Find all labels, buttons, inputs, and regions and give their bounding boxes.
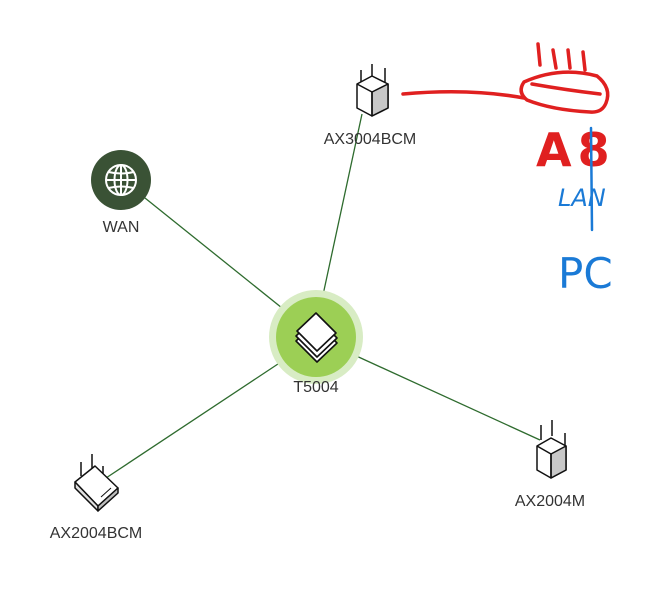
topology-links: [105, 113, 541, 479]
annotation-blue-text-2: PC: [558, 249, 613, 298]
node-t5004[interactable]: [269, 290, 363, 384]
node-label-t5004: T5004: [293, 379, 339, 396]
router-stack-icon: [295, 312, 338, 363]
link-t5004-ax3004bcm[interactable]: [322, 113, 363, 296]
access-point-icon: [536, 420, 567, 479]
access-point-icon: [356, 64, 389, 117]
red-router-sketch: [401, 42, 610, 114]
annotation-blue-text-1: LAN: [558, 184, 606, 212]
annotation-red-text: A8: [536, 123, 616, 177]
link-t5004-ax2004bcm[interactable]: [105, 357, 288, 479]
node-label-wan: WAN: [102, 219, 140, 236]
link-wan-t5004[interactable]: [139, 193, 288, 313]
blue-divider-line: [589, 126, 594, 232]
node-label-ax3004bcm: AX3004BCM: [323, 131, 417, 148]
node-wan[interactable]: [91, 150, 151, 210]
globe-icon: [105, 164, 137, 196]
hand-annotations: A8 LAN PC: [401, 42, 616, 298]
node-label-ax2004bcm: AX2004BCM: [49, 525, 143, 542]
node-ax3004bcm[interactable]: [356, 64, 389, 117]
link-t5004-ax2004m[interactable]: [351, 353, 541, 441]
access-point-flat-icon: [74, 454, 119, 512]
node-ax2004m[interactable]: [536, 420, 567, 479]
node-ax2004bcm[interactable]: [74, 454, 119, 512]
node-label-ax2004m: AX2004M: [514, 493, 586, 510]
